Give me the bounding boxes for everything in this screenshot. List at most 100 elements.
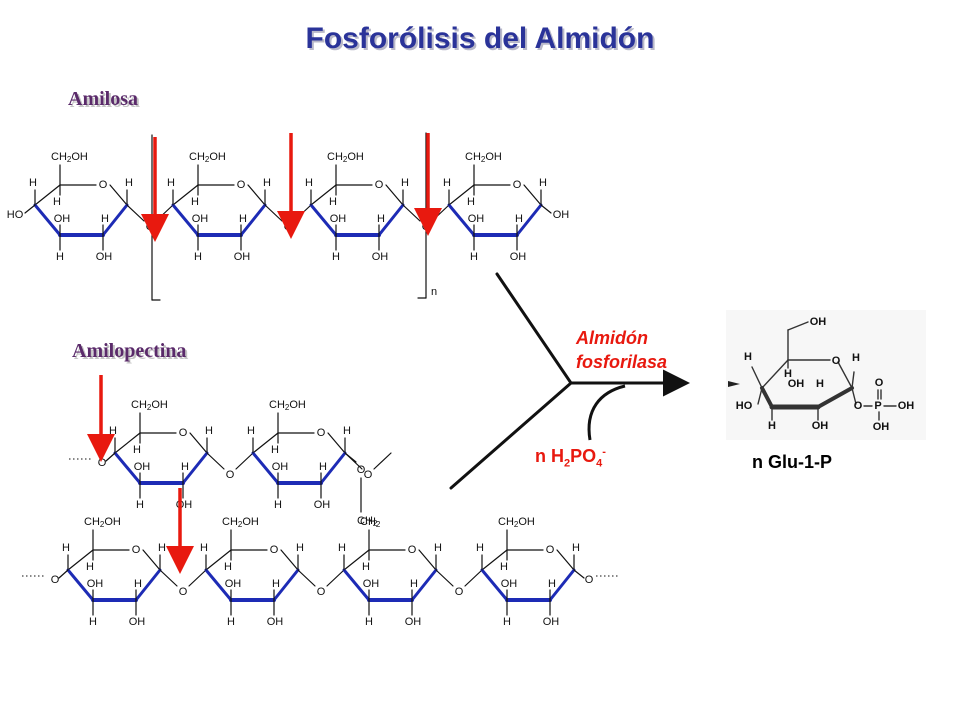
oh-group: OH xyxy=(898,400,915,412)
ch2oh-group: CH2OH xyxy=(222,516,259,529)
h-atom: H xyxy=(205,425,213,437)
oh-group: OH xyxy=(810,316,827,328)
oh-group: OH xyxy=(176,499,193,511)
phosphate-mid: PO xyxy=(570,446,597,466)
ring-bond-bold xyxy=(204,568,233,602)
bond xyxy=(105,452,116,462)
h-atom: H xyxy=(503,616,511,628)
ring-bond xyxy=(114,432,141,454)
oh-group: OH xyxy=(272,461,289,473)
ring-bond-bold xyxy=(447,203,476,237)
glycosidic-oxygen: O xyxy=(364,469,373,481)
ring-bond xyxy=(310,184,337,206)
ring-bond-bold xyxy=(480,568,509,602)
h-atom: H xyxy=(539,177,547,189)
ch2oh-group: CH2OH xyxy=(189,151,226,164)
ring-bond xyxy=(385,184,404,206)
enzyme-label-line1: Almidón xyxy=(576,328,648,348)
ch2oh-group: CH2OH xyxy=(465,151,502,164)
h-atom: H xyxy=(434,542,442,554)
ring-oxygen: O xyxy=(513,179,522,191)
bond xyxy=(760,386,774,409)
ring-oxygen: O xyxy=(132,544,141,556)
oh-group: OH xyxy=(468,213,485,225)
h-atom: H xyxy=(476,542,484,554)
bond xyxy=(155,204,174,222)
ring-bond-bold xyxy=(272,568,300,602)
ring-bond xyxy=(172,184,199,206)
bond xyxy=(126,204,145,222)
ring-bond-bold xyxy=(309,203,338,237)
h-atom: H xyxy=(401,177,409,189)
bond xyxy=(24,204,36,214)
h-atom: H xyxy=(200,542,208,554)
ring-bond-bold xyxy=(66,568,95,602)
glycosidic-oxygen: O xyxy=(357,464,366,476)
h-atom: H xyxy=(572,542,580,554)
ring-bond-bold xyxy=(377,203,405,237)
bond xyxy=(435,569,454,587)
ring-bond xyxy=(327,432,346,454)
h-atom: H xyxy=(158,542,166,554)
ring-bond xyxy=(448,184,475,206)
ring-bond xyxy=(418,549,437,571)
ch2oh-group: CH2OH xyxy=(51,151,88,164)
oh-group: OH xyxy=(314,499,331,511)
ring-oxygen: O xyxy=(317,427,326,439)
h-atom: H xyxy=(768,420,776,432)
h-atom: H xyxy=(470,251,478,263)
ring-bond-bold xyxy=(548,568,576,602)
ring-bond xyxy=(142,549,161,571)
bond xyxy=(206,452,225,470)
bond xyxy=(540,204,552,214)
bond xyxy=(373,452,392,470)
bond xyxy=(851,387,857,405)
h-atom: H xyxy=(191,196,199,208)
ho-group: HO xyxy=(736,400,753,412)
oh-group: OH xyxy=(267,616,284,628)
glycosidic-oxygen: O xyxy=(585,574,594,586)
ring-bond-bold xyxy=(251,451,280,485)
h-atom: H xyxy=(271,444,279,456)
ring-oxygen: O xyxy=(179,427,188,439)
product-label: n Glu-1-P xyxy=(752,452,832,472)
bond xyxy=(297,569,316,587)
ring-oxygen: O xyxy=(237,179,246,191)
oh-group: OH xyxy=(192,213,209,225)
ring-bond-bold xyxy=(342,568,371,602)
ring-bond-bold xyxy=(171,203,200,237)
h-atom: H xyxy=(305,177,313,189)
h-atom: H xyxy=(62,542,70,554)
oh-group: OH xyxy=(873,421,890,433)
bond xyxy=(58,569,69,579)
amilopectina-label: Amilopectina xyxy=(72,340,187,362)
bond xyxy=(837,361,853,389)
oh-group: OH xyxy=(510,251,527,263)
h-atom: H xyxy=(332,251,340,263)
ring-bond xyxy=(205,549,232,571)
h-atom: H xyxy=(329,196,337,208)
ring-bond-bold xyxy=(181,451,209,485)
bond xyxy=(573,569,585,579)
ring-bond xyxy=(556,549,575,571)
bond xyxy=(159,569,178,587)
ch2oh-group: CH2OH xyxy=(84,516,121,529)
h-atom: H xyxy=(467,196,475,208)
ring-bond-bold xyxy=(33,203,62,237)
repeat-count-n: n xyxy=(431,286,437,298)
reaction-scheme xyxy=(449,272,690,490)
ch2-branch-group: CH2 xyxy=(357,515,378,528)
phosphate-sub1: 2 xyxy=(564,457,571,470)
ring-bond-bold xyxy=(515,203,543,237)
h-atom: H xyxy=(56,251,64,263)
ring-bond-bold xyxy=(113,451,142,485)
h-atom: H xyxy=(263,177,271,189)
ring-oxygen: O xyxy=(270,544,279,556)
